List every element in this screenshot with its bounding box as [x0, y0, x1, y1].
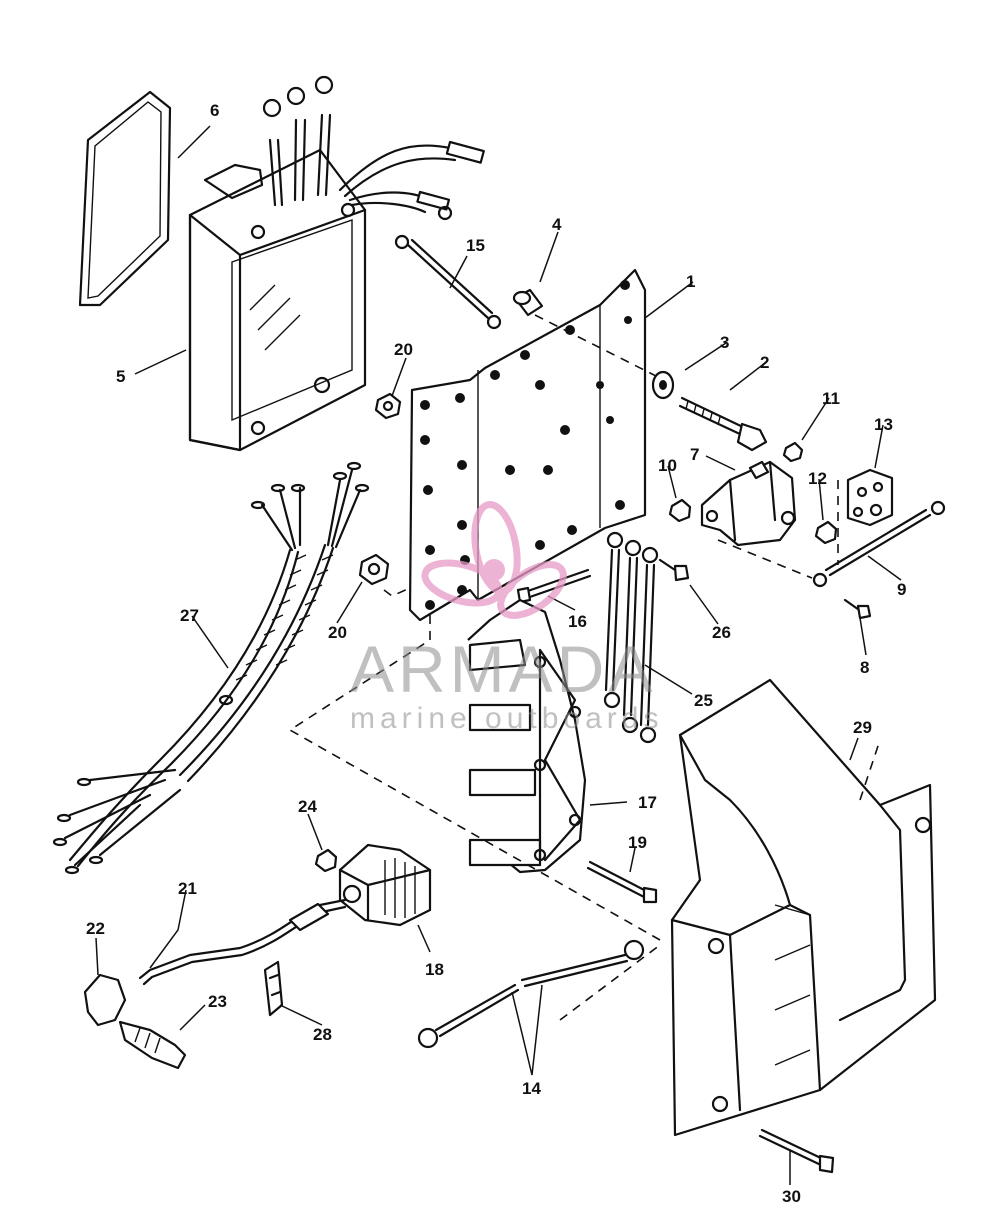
part-24-nut — [314, 848, 338, 873]
callout-22: 22 — [86, 919, 105, 938]
callout-5: 5 — [116, 367, 125, 386]
callout-9: 9 — [897, 580, 906, 599]
part-17-bracket — [288, 598, 661, 941]
part-18-ignition-coil — [338, 843, 432, 927]
callout-24: 24 — [298, 797, 317, 816]
callout-4: 4 — [552, 215, 562, 234]
part-26-screw — [658, 558, 690, 582]
watermark-subtitle: marine outboards — [350, 702, 663, 735]
callout-11: 11 — [822, 389, 840, 408]
callout-28: 28 — [313, 1025, 332, 1044]
callout-27: 27 — [180, 606, 199, 625]
callout-6: 6 — [210, 101, 219, 120]
part-29-electrical-cover — [670, 678, 937, 1137]
callout-2: 2 — [760, 353, 769, 372]
callout-1: 1 — [686, 272, 695, 291]
part-14-ground-leads — [417, 939, 661, 1049]
callout-21: 21 — [178, 879, 197, 898]
callout-25: 25 — [694, 691, 713, 710]
callout-7: 7 — [690, 445, 699, 464]
part-2-bolt — [678, 396, 768, 452]
callout-15: 15 — [466, 236, 485, 255]
part-6-gasket — [78, 90, 172, 307]
callout-10: 10 — [658, 456, 677, 475]
callout-26: 26 — [712, 623, 731, 642]
part-22-spark-plug-boot — [83, 973, 127, 1027]
part-21-high-tension-lead — [138, 898, 347, 986]
callout-14: 14 — [522, 1079, 541, 1098]
part-11-nut — [782, 441, 804, 463]
callout-16: 16 — [568, 612, 587, 631]
callout-8: 8 — [860, 658, 869, 677]
part-4-bushing — [512, 288, 544, 317]
callout-18: 18 — [425, 960, 444, 979]
part-1-mounting-plate — [408, 268, 661, 622]
part-5-switch-box — [188, 75, 485, 452]
part-9-lead — [717, 500, 946, 588]
part-30-screw — [758, 1128, 835, 1174]
part-15-ground-lead — [394, 234, 502, 330]
callout-12: 12 — [808, 469, 827, 488]
callout-20-upper: 20 — [394, 340, 413, 359]
callout-17: 17 — [638, 793, 657, 812]
watermark: ARMADA marine outboards — [350, 501, 663, 735]
part-13-terminal-block — [837, 468, 894, 565]
propeller-logo-icon — [421, 501, 567, 619]
part-20-nut-upper — [374, 392, 402, 420]
part-10-nut — [668, 498, 692, 523]
part-7-starter-solenoid — [700, 460, 797, 547]
callout-30: 30 — [782, 1187, 801, 1206]
part-8-screw — [843, 598, 872, 620]
callout-20-lower: 20 — [328, 623, 347, 642]
part-23-spark-plug — [118, 1020, 187, 1070]
part-27-wire-harness — [52, 461, 370, 875]
part-12-nut — [814, 520, 838, 545]
part-3-washer — [651, 370, 675, 400]
callout-29: 29 — [853, 718, 872, 737]
callout-19: 19 — [628, 833, 647, 852]
watermark-title: ARMADA — [350, 632, 656, 706]
callout-3: 3 — [720, 333, 729, 352]
part-25-leads — [603, 531, 659, 744]
part-28-clip — [263, 960, 284, 1017]
part-19-screw — [586, 860, 658, 904]
part-20-nut-lower — [358, 553, 411, 597]
callout-23: 23 — [208, 992, 227, 1011]
callout-13: 13 — [874, 415, 893, 434]
callout-labels: 1 2 3 4 5 6 7 8 9 10 11 12 13 14 15 16 1… — [86, 101, 906, 1206]
